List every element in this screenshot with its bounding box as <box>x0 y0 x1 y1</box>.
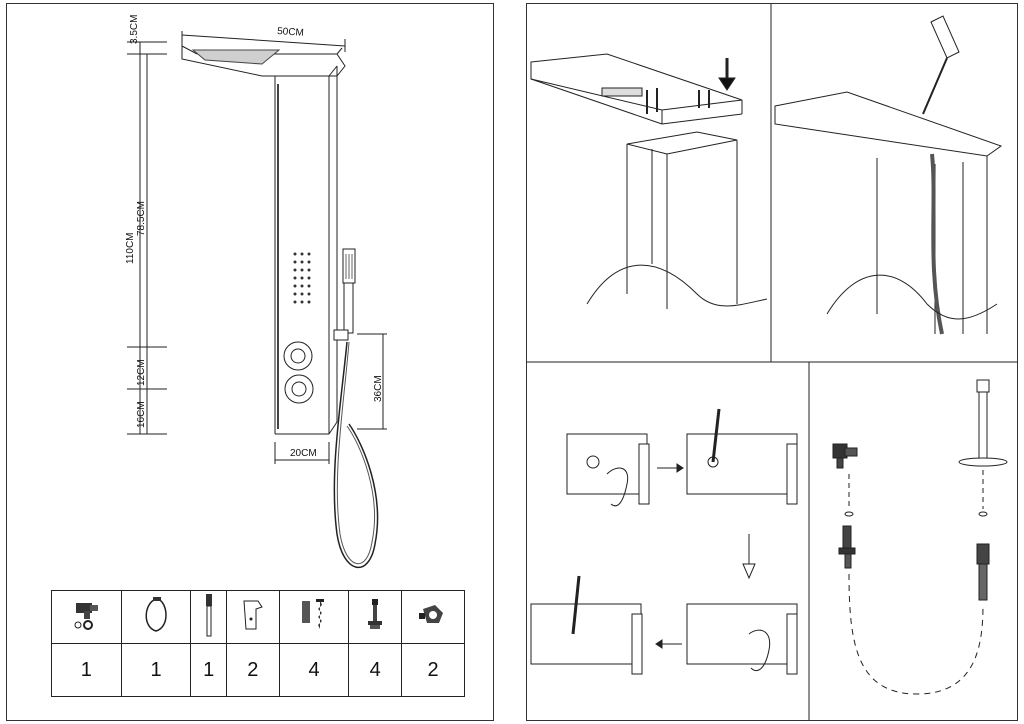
part-cell <box>401 590 465 644</box>
parts-icons-row <box>51 590 465 644</box>
bolt-icon <box>368 598 383 629</box>
part-quantity: 1 <box>190 643 228 697</box>
dim-width-top: 50CM <box>277 26 304 39</box>
part-quantity: 4 <box>278 643 350 697</box>
part-quantity: 2 <box>401 643 465 697</box>
step-3-mount-wall <box>530 408 798 675</box>
shower-hose-icon <box>145 596 167 632</box>
part-cell <box>348 590 403 644</box>
wall-bracket-icon <box>243 600 263 629</box>
part-cell <box>226 590 280 644</box>
part-cell <box>120 590 192 644</box>
right-page <box>526 3 1018 721</box>
dim-upper-section: 78.5CM <box>136 201 147 236</box>
step-1-attach-head <box>530 53 768 309</box>
part-quantity: 4 <box>348 643 403 697</box>
dim-top-thickness: 3.5CM <box>129 15 140 44</box>
hand-shower-icon <box>205 593 212 636</box>
part-cell <box>278 590 350 644</box>
part-quantity: 2 <box>226 643 280 697</box>
left-page: 50CM 3.5CM 110CM 78.5CM 12CM 16CM 36CM 2… <box>6 3 494 721</box>
part-cell <box>51 590 122 644</box>
parts-quantity-row: 1 1 1 2 4 4 2 <box>51 643 465 697</box>
wall-outlet-elbow-icon <box>74 602 99 630</box>
shower-panel-diagram: 50CM 3.5CM 110CM 78.5CM 12CM 16CM 36CM 2… <box>125 15 387 569</box>
dim-panel-width: 20CM <box>290 448 317 459</box>
part-quantity: 1 <box>120 643 192 697</box>
dim-bottom-gap: 16CM <box>136 401 147 428</box>
installation-steps <box>527 4 1017 720</box>
dim-total-height: 110CM <box>125 233 136 265</box>
screw-and-anchor-icon <box>302 598 325 629</box>
step-2-tighten-screws <box>774 15 1003 335</box>
part-quantity: 1 <box>51 643 122 697</box>
dim-hand-shower-zone: 36CM <box>373 375 384 402</box>
dim-middle-gap: 12CM <box>136 359 147 386</box>
step-4-connect-hose <box>832 379 1008 695</box>
parts-table: 1 1 1 2 4 4 2 <box>51 590 465 697</box>
part-cell <box>190 590 228 644</box>
hose-clamp-icon <box>419 604 444 623</box>
